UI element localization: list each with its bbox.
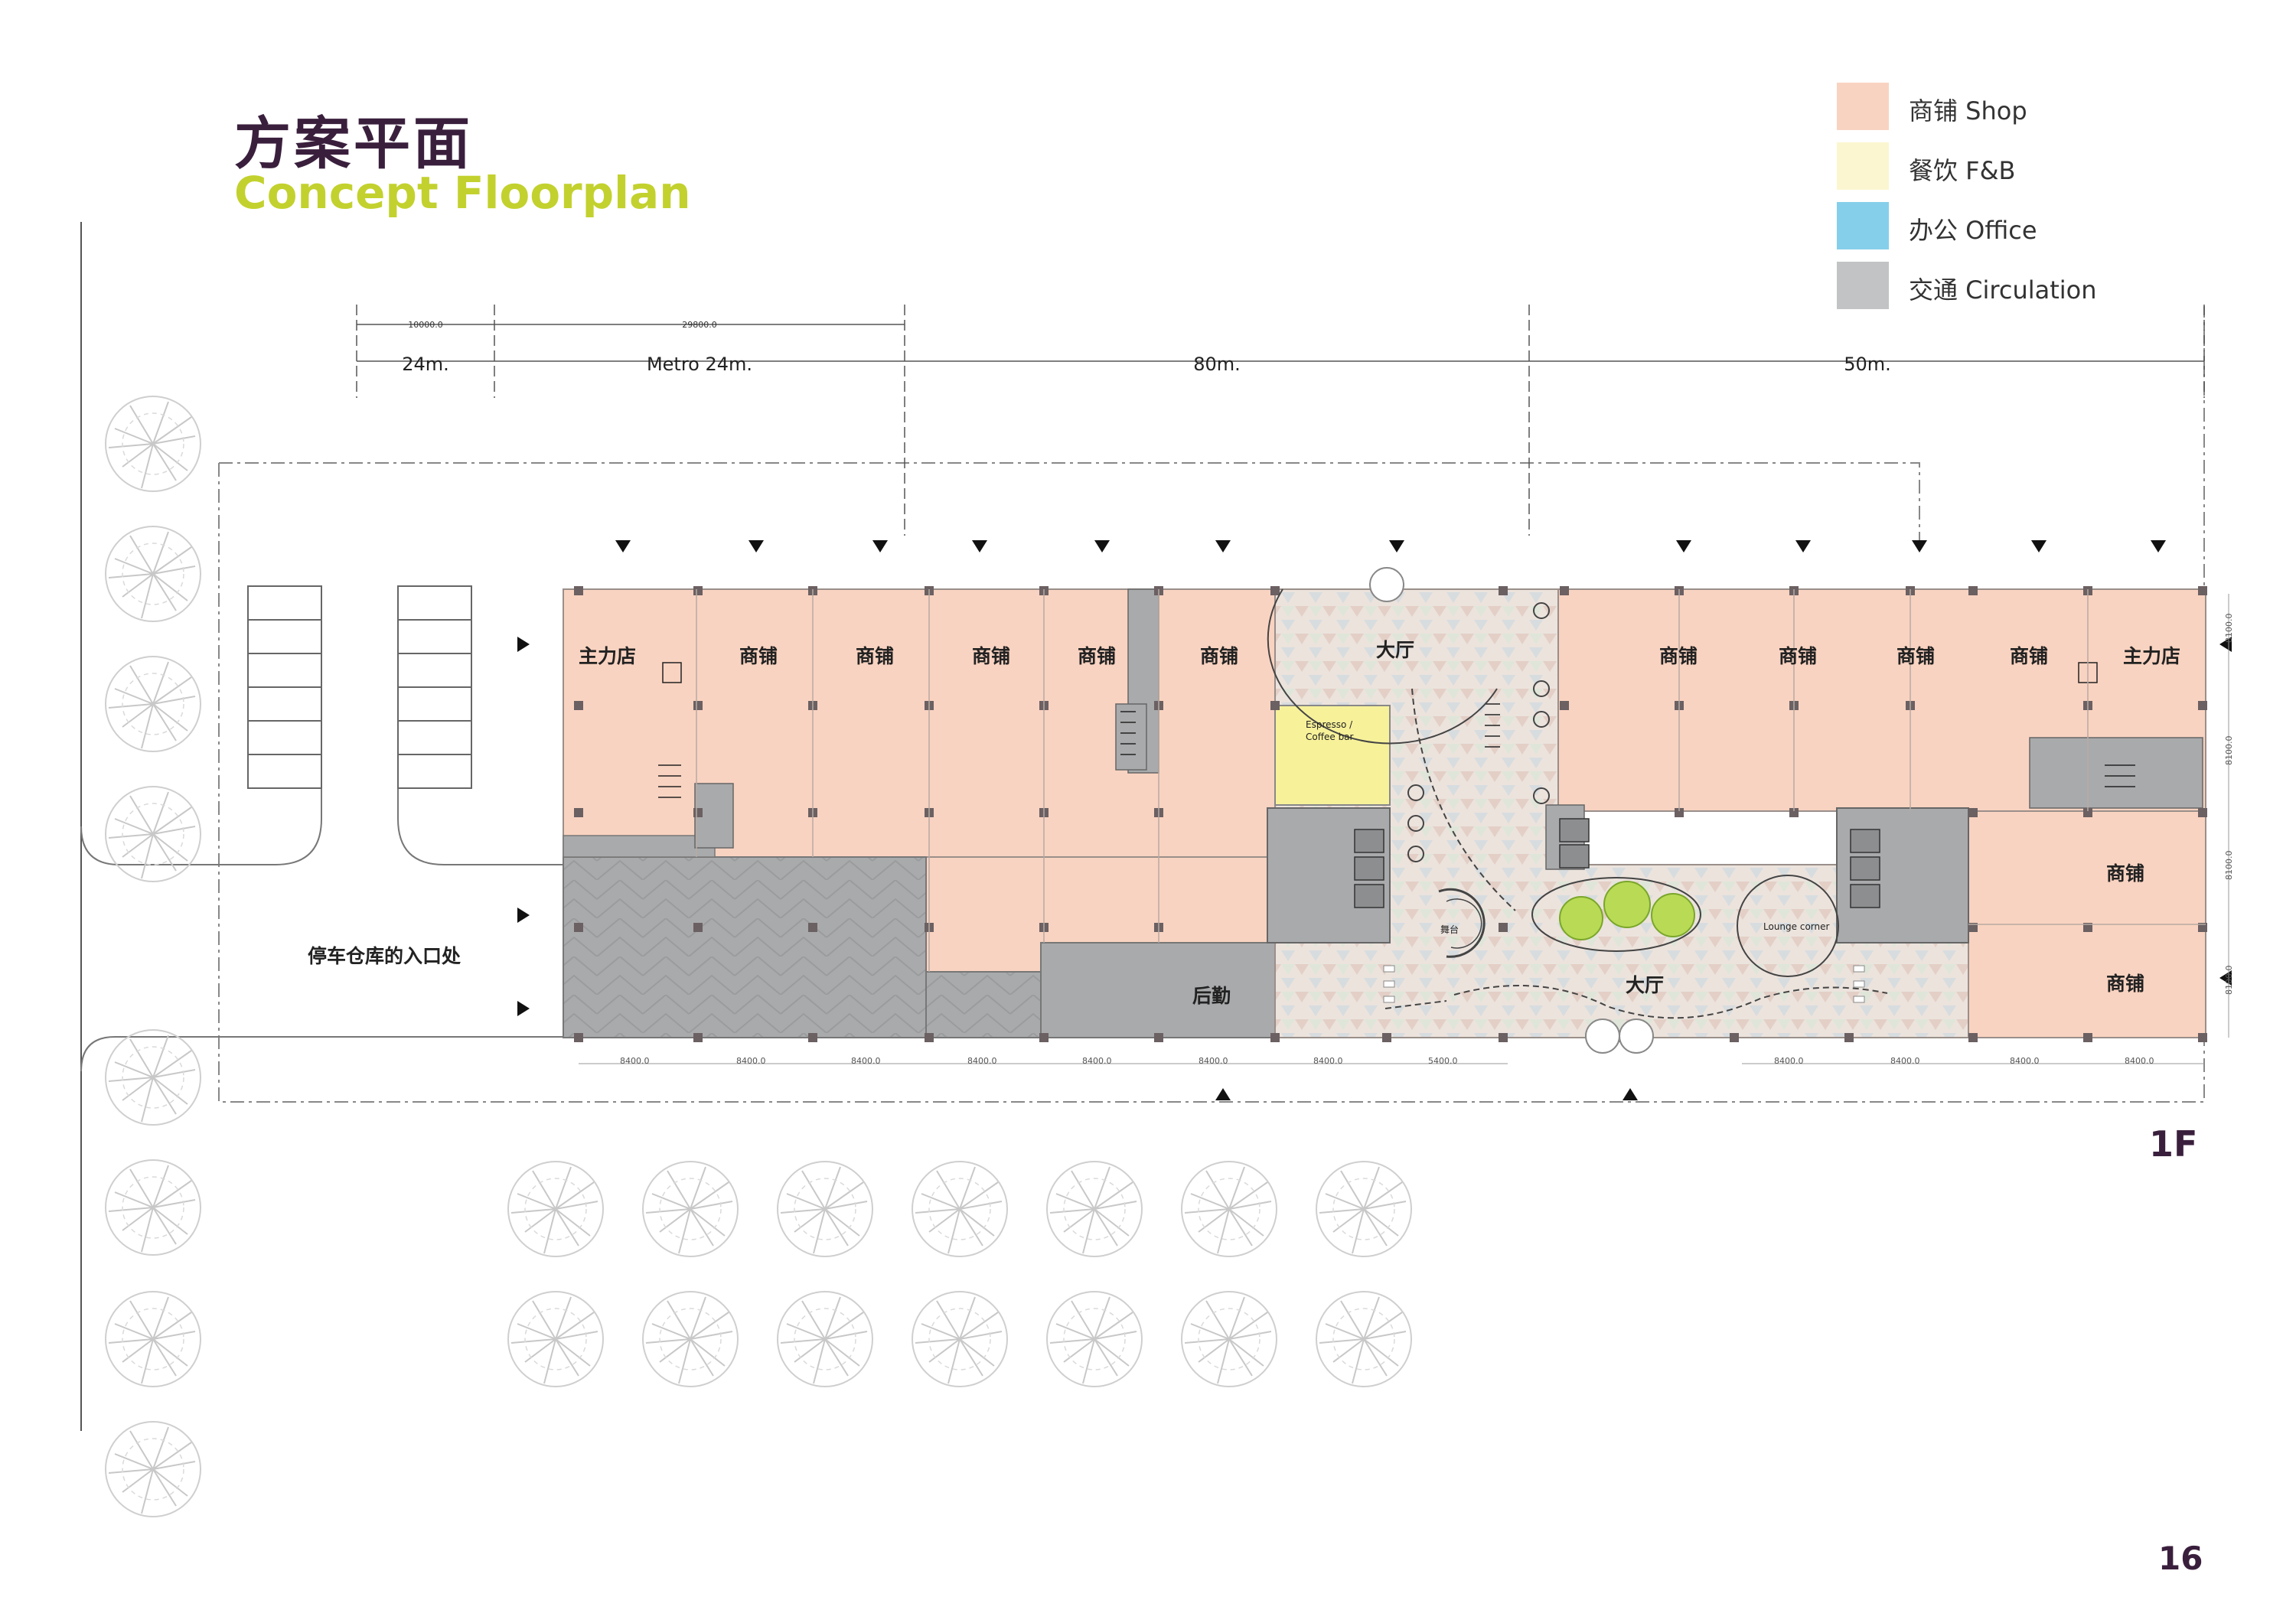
room-shop: 商铺 <box>1200 645 1239 667</box>
room-stage: 舞台 <box>1440 924 1459 935</box>
bay-dim: 8400.0 <box>736 1056 766 1066</box>
dim-segment-4: 50m. <box>1844 354 1891 375</box>
page-title: 方案平面 <box>234 111 473 177</box>
shop-block-left <box>563 588 1276 858</box>
room-anchor-store-left: 主力店 <box>579 645 637 667</box>
room-lobby-lower: 大厅 <box>1626 974 1665 996</box>
room-shop: 商铺 <box>972 645 1011 667</box>
bay-dim: 8400.0 <box>620 1056 650 1066</box>
bay-dim: 8400.0 <box>851 1056 881 1066</box>
legend-swatch-office <box>1837 202 1889 249</box>
room-shop: 商铺 <box>1896 645 1936 667</box>
bay-dim: 8400.0 <box>2010 1056 2040 1066</box>
garage-ramp <box>563 856 927 1038</box>
side-dim: 8100.0 <box>2224 613 2234 644</box>
page-subtitle: Concept Floorplan <box>234 167 691 219</box>
legend-label-fnb: 餐饮 F&B <box>1909 156 2016 185</box>
coffee-bar <box>1274 705 1391 806</box>
legend-swatch-shop <box>1837 83 1889 130</box>
floor-label: 1F <box>2149 1123 2198 1165</box>
bay-dim-alt: 5400.0 <box>1428 1056 1458 1066</box>
bay-dim: 8400.0 <box>1199 1056 1228 1066</box>
legend-swatch-fnb <box>1837 142 1889 190</box>
garage-entrance-label: 停车仓库的入口处 <box>308 945 461 967</box>
legend-label-shop: 商铺 Shop <box>1909 96 2027 125</box>
room-shop: 商铺 <box>2106 862 2145 885</box>
room-coffee-bar-label-2: Coffee bar <box>1306 732 1354 742</box>
room-shop: 商铺 <box>1779 645 1818 667</box>
dim-segment-1: 24m. <box>402 354 449 375</box>
dim-segment-2: Metro 24m. <box>647 354 752 375</box>
room-anchor-store-right: 主力店 <box>2123 645 2181 667</box>
room-lounge: Lounge corner <box>1763 921 1830 932</box>
dim-small-1: 10000.0 <box>408 320 443 330</box>
bay-dim: 8400.0 <box>1313 1056 1343 1066</box>
bay-dim: 8400.0 <box>1890 1056 1920 1066</box>
room-lobby-upper: 大厅 <box>1376 639 1415 661</box>
room-shop: 商铺 <box>856 645 895 667</box>
bay-dim: 8400.0 <box>2125 1056 2154 1066</box>
legend-label-circulation: 交通 Circulation <box>1909 275 2097 305</box>
legend-swatch-circulation <box>1837 262 1889 309</box>
back-of-house <box>1040 942 1276 1038</box>
room-shop: 商铺 <box>1659 645 1698 667</box>
dim-segment-3: 80m. <box>1193 354 1241 375</box>
room-coffee-bar-label: Espresso / <box>1306 719 1353 730</box>
bay-dim: 8400.0 <box>1774 1056 1804 1066</box>
dim-small-2: 29800.0 <box>682 320 717 330</box>
page-number: 16 <box>2158 1540 2203 1577</box>
bay-dim: 8400.0 <box>967 1056 997 1066</box>
room-shop: 商铺 <box>2010 645 2049 667</box>
room-shop: 商铺 <box>739 645 778 667</box>
bay-dim: 8400.0 <box>1082 1056 1112 1066</box>
side-dim: 8100.0 <box>2224 735 2234 766</box>
legend-label-office: 办公 Office <box>1909 216 2037 245</box>
room-shop: 商铺 <box>2106 973 2145 995</box>
room-shop: 商铺 <box>1078 645 1117 667</box>
room-back-of-house: 后勤 <box>1192 985 1231 1007</box>
side-dim: 8100.0 <box>2224 965 2234 996</box>
side-dim: 8100.0 <box>2224 850 2234 881</box>
